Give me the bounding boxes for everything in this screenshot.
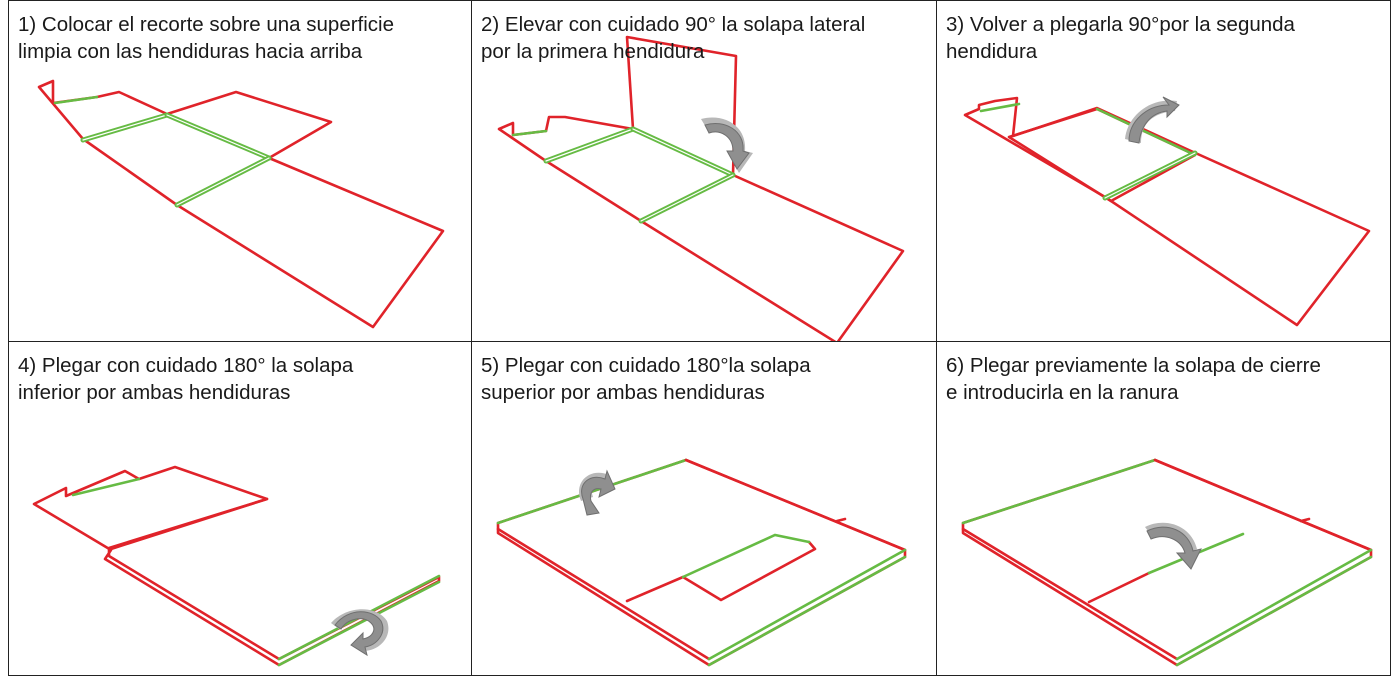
curved-fold-arrow-icon <box>1145 522 1202 570</box>
step-6-caption: 6) Plegar previamente la solapa de cierr… <box>946 354 1321 404</box>
curved-fold-arrow-icon <box>331 609 389 657</box>
step-4-caption: 4) Plegar con cuidado 180° la solapa inf… <box>18 354 354 404</box>
step-4-panel: 4) Plegar con cuidado 180° la solapa inf… <box>8 341 472 676</box>
step-2-panel: 2) Elevar con cuidado 90° la solapa late… <box>471 0 937 342</box>
step-2-illustration <box>497 35 905 341</box>
curved-fold-arrow-icon <box>579 469 616 516</box>
step-6-panel: 6) Plegar previamente la solapa de cierr… <box>936 341 1391 676</box>
curved-fold-arrow-icon <box>701 117 753 173</box>
step-4-illustration <box>32 465 441 667</box>
curved-fold-arrow-icon <box>1125 96 1180 144</box>
step-3-illustration <box>963 96 1371 327</box>
step-2-caption: 2) Elevar con cuidado 90° la solapa late… <box>481 13 866 63</box>
step-5-illustration <box>496 458 907 667</box>
step-5-panel: 5) Plegar con cuidado 180°la solapa supe… <box>471 341 937 676</box>
step-6-illustration <box>961 458 1373 667</box>
step-1-panel: 1) Colocar el recorte sobre una superfic… <box>8 0 472 342</box>
step-3-panel: 3) Volver a plegarla 90°por la segunda h… <box>936 0 1391 342</box>
step-1-caption: 1) Colocar el recorte sobre una superfic… <box>18 13 395 63</box>
step-5-caption: 5) Plegar con cuidado 180°la solapa supe… <box>481 354 811 404</box>
step-1-illustration <box>37 79 445 329</box>
step-3-caption: 3) Volver a plegarla 90°por la segunda h… <box>946 13 1295 63</box>
